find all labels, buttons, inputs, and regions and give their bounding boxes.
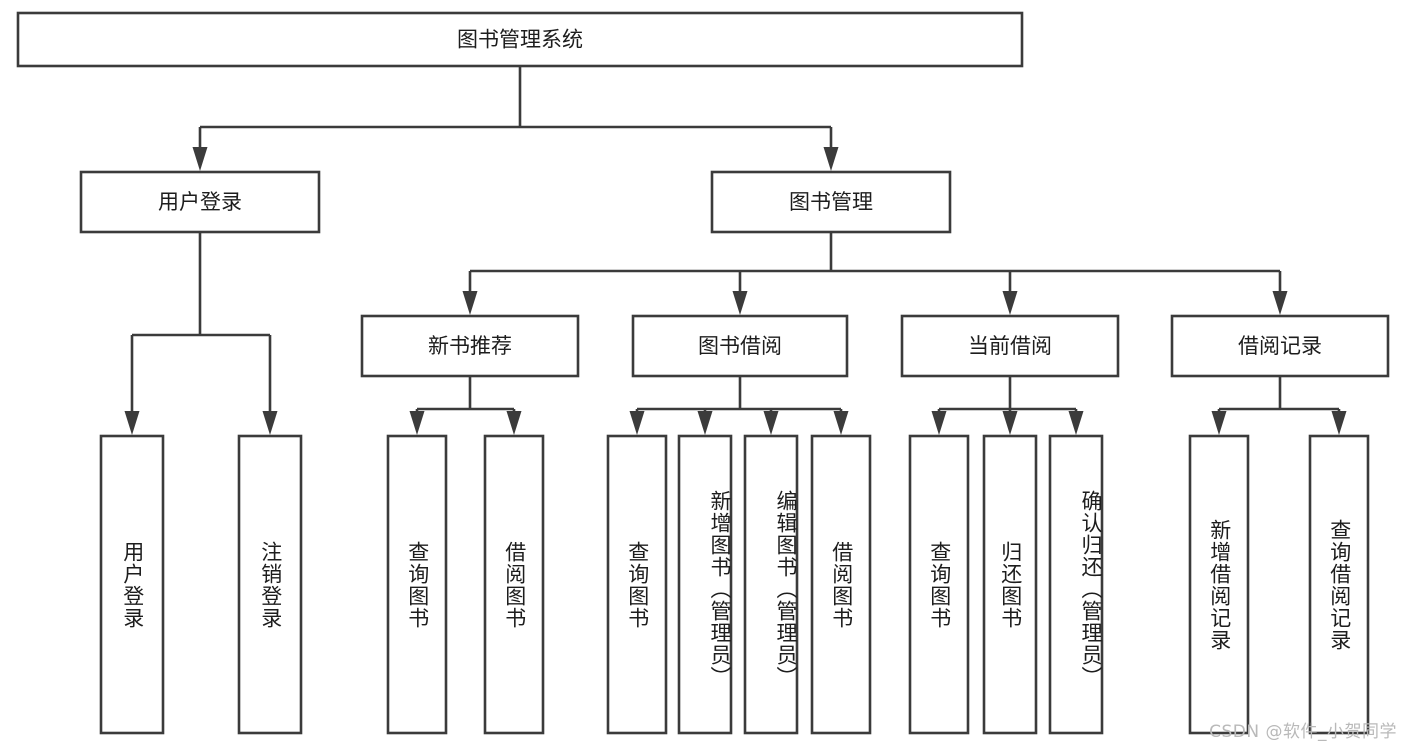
node-box-leaf-add-borrow-record[interactable] [1188, 434, 1250, 735]
node-box-leaf-return-book[interactable] [982, 434, 1038, 735]
node-box-leaf-edit-book[interactable] [743, 434, 799, 735]
node-box-leaf-borrow-book-2[interactable] [810, 434, 872, 735]
boxes-layer [16, 11, 1390, 735]
connectors-layer [124, 66, 1347, 435]
csdn-watermark: CSDN @软件_小贺同学 [1209, 722, 1397, 742]
arrow-to-leaf-query-book-2-head [629, 411, 645, 435]
arrow-to-leaf-query-book-1-head [409, 411, 425, 435]
arrow-to-leaf-query-borrow-record-head [1331, 411, 1347, 435]
node-box-leaf-user-login[interactable] [99, 434, 165, 735]
arrow-to-leaf-return-book-head [1002, 411, 1018, 435]
node-box-leaf-borrow-book-1[interactable] [483, 434, 545, 735]
arrow-to-leaf-borrow-book-2-head [833, 411, 849, 435]
arrow-to-new-book-recommend-head [462, 291, 478, 315]
node-box-leaf-confirm-return[interactable] [1048, 434, 1104, 735]
node-label-book-borrow: 图书借阅 [698, 334, 782, 358]
node-box-current-borrow[interactable] [900, 314, 1120, 378]
node-box-book-borrow[interactable] [631, 314, 849, 378]
arrow-to-book-management-head [823, 147, 839, 171]
arrow-to-leaf-confirm-return-head [1068, 411, 1084, 435]
arrow-to-leaf-add-book-head [697, 411, 713, 435]
node-box-book-management[interactable] [710, 170, 952, 234]
node-box-user-login[interactable] [79, 170, 321, 234]
node-box-leaf-query-book-3[interactable] [908, 434, 970, 735]
arrow-to-book-borrow-head [732, 291, 748, 315]
node-label-new-book-recommend: 新书推荐 [428, 334, 512, 358]
arrow-to-leaf-user-login-head [124, 411, 140, 435]
node-box-leaf-query-book-1[interactable] [386, 434, 448, 735]
arrow-to-current-borrow-head [1002, 291, 1018, 315]
node-box-leaf-add-book[interactable] [677, 434, 733, 735]
node-box-leaf-query-borrow-record[interactable] [1308, 434, 1370, 735]
arrow-to-leaf-query-book-3-head [931, 411, 947, 435]
arrow-to-leaf-borrow-book-1-head [506, 411, 522, 435]
node-box-new-book-recommend[interactable] [360, 314, 580, 378]
arrow-to-borrow-record-head [1272, 291, 1288, 315]
arrow-to-leaf-edit-book-head [763, 411, 779, 435]
node-label-current-borrow: 当前借阅 [968, 334, 1052, 358]
node-box-leaf-logout[interactable] [237, 434, 303, 735]
node-label-root: 图书管理系统 [457, 28, 583, 52]
node-box-borrow-record[interactable] [1170, 314, 1390, 378]
arrow-to-leaf-logout-head [262, 411, 278, 435]
node-box-root[interactable] [16, 11, 1024, 68]
arrow-to-leaf-add-borrow-record-head [1211, 411, 1227, 435]
node-box-leaf-query-book-2[interactable] [606, 434, 668, 735]
arrow-to-user-login-head [192, 147, 208, 171]
node-label-user-login: 用户登录 [158, 190, 242, 214]
node-label-book-management: 图书管理 [789, 190, 873, 214]
node-label-borrow-record: 借阅记录 [1238, 334, 1322, 358]
